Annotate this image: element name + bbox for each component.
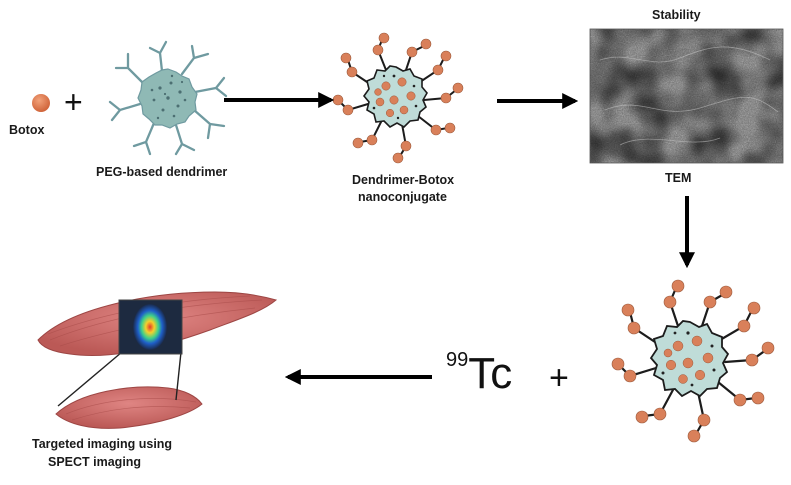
conjugate-label-line2: nanoconjugate [358, 190, 447, 204]
imaging-label-line1: Targeted imaging using [32, 437, 173, 451]
plus-operator-top: + [64, 84, 83, 120]
isotope-symbol: Tc [468, 349, 513, 398]
dendrimer-label: PEG-based dendrimer [96, 165, 228, 179]
spect-scan-image [118, 299, 183, 355]
dendrimer-botox-conjugate-icon-2 [611, 279, 775, 443]
botox-particle [32, 94, 50, 112]
imaging-label-line2: SPECT imaging [48, 455, 142, 469]
plus-operator-bottom: + [549, 359, 569, 397]
tem-micrograph [589, 28, 784, 164]
stability-label: Stability [652, 8, 701, 22]
technetium-99-label: 99Tc [446, 349, 513, 398]
tem-label: TEM [665, 171, 692, 185]
dendrimer-botox-conjugate-icon [332, 32, 464, 164]
isotope-mass-number: 99 [446, 349, 469, 371]
peg-dendrimer-icon [108, 40, 228, 156]
conjugate-label-line1: Dendrimer-Botox [352, 173, 455, 187]
botox-label: Botox [9, 123, 45, 137]
